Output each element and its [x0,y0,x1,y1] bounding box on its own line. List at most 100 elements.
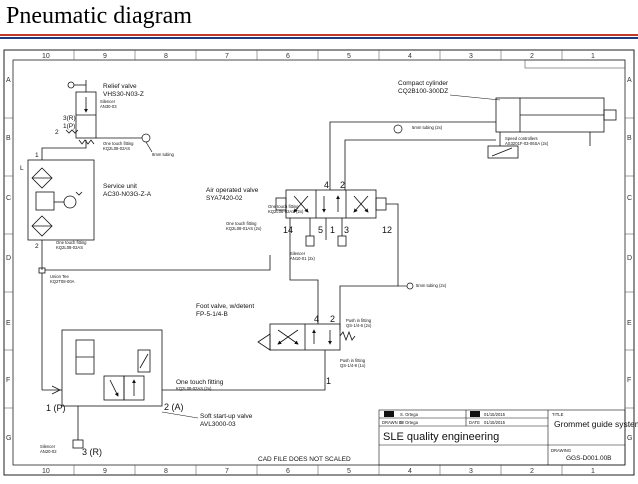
drawn-name: S. Ortega [400,412,419,417]
drawing-sheet: 10 9 8 7 6 5 4 3 2 1 10 9 8 7 6 5 4 3 2 … [0,40,638,479]
grid-col-10: 10 [42,53,50,60]
grid-row-b-right: B [627,135,632,142]
soft-port-3r: 3 (R) [82,447,102,457]
grid-col-3: 3 [469,53,473,60]
silencer-bottom-part: AN20-02 [40,449,57,454]
sheet-border-inner [12,59,626,466]
air-port-4: 4 [324,180,329,190]
air-port-12: 12 [382,225,392,235]
date-marker [470,411,480,417]
tubing-5mm-b-label: 5mm tubing (2x) [416,283,447,288]
soft-port-1p: 1 (P) [46,403,66,413]
speed-controller-name: Speed controllers [505,136,538,141]
line-pilot-12 [339,203,399,330]
foot-valve-symbol [257,323,356,385]
fitting-air-1-part: KQ2L06-02AS (2x) [268,209,304,214]
sheet-border-outer [3,49,635,476]
service-unit-part: AC30-N03G-Z-A [103,191,152,198]
revision-box [524,59,626,69]
grid-col-1: 1 [591,53,595,60]
push-in-2-part: QS-1/4-8 (1x) [340,363,366,368]
header-rule-red [0,34,638,36]
grid-row-f-right: F [627,377,631,384]
date-1: 01/15/2015 [484,412,506,417]
tubing-8mm-symbol [96,133,153,153]
line-relief-to-service [41,140,87,160]
grid-col-7: 7 [225,53,229,60]
grid-row-b: B [6,135,11,142]
cylinder-part: CQ2B100-300DZ [398,88,448,95]
silencer-top-part: AN30-03 [100,104,117,109]
service-unit-name: Service unit [103,183,137,190]
tubing-5mm-a-label: 5mm tubing (2x) [412,125,443,130]
air-valve-symbol [275,189,387,247]
grid-col-5-bottom: 5 [347,468,351,475]
grid-col-4-bottom: 4 [408,468,412,475]
grid-row-c: C [6,195,11,202]
pneumatic-schematic: 10 9 8 7 6 5 4 3 2 1 10 9 8 7 6 5 4 3 2 … [3,49,638,476]
relief-valve-part: VHS30-N03-Z [103,91,144,98]
service-unit-symbol [31,167,83,237]
title-label: TITLE [552,412,564,417]
air-port-5: 5 [318,225,323,235]
line-cylinder-a [329,121,496,190]
union-tee-part: KQ2T08-00A [50,279,75,284]
fitting-softstart-name: One touch fitting [176,379,224,386]
air-valve-part: SYA7420-02 [206,195,243,202]
air-port-14: 14 [283,225,293,235]
relief-valve-symbol [65,80,97,145]
fitting-air-2-part: KQ2L08-01AS (2x) [226,226,262,231]
date-label: DATE [469,420,480,425]
push-in-1-name: Push in fitting [346,318,372,323]
grid-col-2-bottom: 2 [530,468,534,475]
service-unit-box [27,159,95,241]
service-port-1: 1 [35,152,39,159]
relief-port-1p: 1(P) [63,123,75,130]
grid-row-a-right: A [627,77,632,84]
grid-row-e: E [6,320,11,327]
silencer-air-part: AN10-01 (2x) [290,256,316,261]
union-tee-name: Union Tee [50,274,69,279]
grid-col-6: 6 [286,53,290,60]
drawing-no-label: DRAWING [551,448,571,453]
grid-col-7-bottom: 7 [225,468,229,475]
air-port-3: 3 [344,225,349,235]
foot-port-4: 4 [314,314,319,324]
air-port-1: 1 [330,225,335,235]
cylinder-name: Compact cylinder [398,80,449,87]
soft-port-2a: 2 (A) [164,402,184,412]
line-cylinder-b [344,139,496,190]
tubing-5mm-b-symbol [398,282,414,290]
silencer-top-name: Silencer [100,99,116,104]
soft-start-name: Soft start-up valve [200,413,253,420]
header-rule-blue [0,37,638,39]
fitting-service-name: One touch fitting [56,240,87,245]
relief-port-2: 2 [55,129,59,136]
grid-col-2: 2 [530,53,534,60]
service-port-l: L [20,165,24,172]
grid-row-f: F [6,377,10,384]
grid-row-c-right: C [627,195,632,202]
grid-col-8: 8 [164,53,168,60]
grid-row-g-right: G [627,435,632,442]
slide-header: Pneumatic diagram [0,0,638,34]
grid-col-9-bottom: 9 [103,468,107,475]
softstart-inlet-arrow [51,385,61,395]
drawing-number: GGS-D001.00B [566,455,612,462]
grid-row-a: A [6,77,11,84]
grid-col-1-bottom: 1 [591,468,595,475]
soft-start-part: AVL3000-03 [200,421,236,428]
silencer-air-name: Silencer [290,251,306,256]
compact-cylinder-symbol [487,97,617,159]
silencer-bottom-name: Silencer [40,444,56,449]
foot-valve-name: Foot valve, w/detent [196,303,254,310]
foot-port-1: 1 [326,376,331,386]
fitting-service-part: KQ2L08-02AS [56,245,83,250]
grid-ticks [4,50,634,475]
title-block [378,409,626,466]
tubing-8mm-label: 8mm tubing [152,152,175,157]
foot-port-2: 2 [330,314,335,324]
fitting-air-2-name: One touch fitting [226,221,257,226]
grid-col-9: 9 [103,53,107,60]
line-tee-supply [45,255,271,271]
